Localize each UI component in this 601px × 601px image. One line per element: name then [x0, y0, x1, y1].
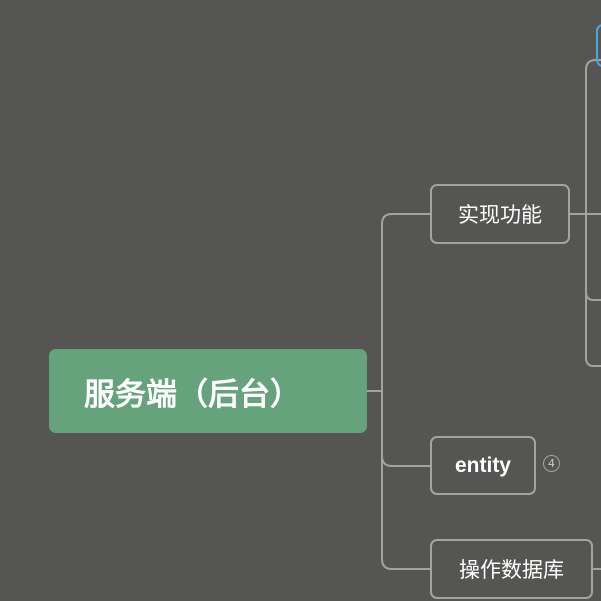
child-node-label: entity [454, 453, 511, 477]
subbranch-connector-top [585, 59, 601, 215]
child-node-label: 实现功能 [458, 203, 542, 227]
branch-connector-1 [381, 213, 431, 392]
selected-node-edge[interactable] [596, 24, 601, 67]
branch-connector-3 [381, 390, 431, 570]
collapsed-count-label: 4 [548, 457, 555, 470]
root-node-label: 服务端（后台） [84, 376, 301, 413]
child-node-functions[interactable]: 实现功能 [430, 184, 570, 244]
collapsed-count-badge[interactable]: 4 [543, 455, 560, 472]
subbranch-connector-lower [585, 213, 601, 301]
child-node-label: 操作数据库 [459, 558, 564, 582]
subbranch-connector-bottom [585, 213, 601, 367]
branch-connector-2 [381, 390, 431, 467]
child-node-database[interactable]: 操作数据库 [430, 539, 593, 599]
root-node[interactable]: 服务端（后台） [49, 349, 367, 433]
child-node-entity[interactable]: entity [430, 436, 536, 495]
